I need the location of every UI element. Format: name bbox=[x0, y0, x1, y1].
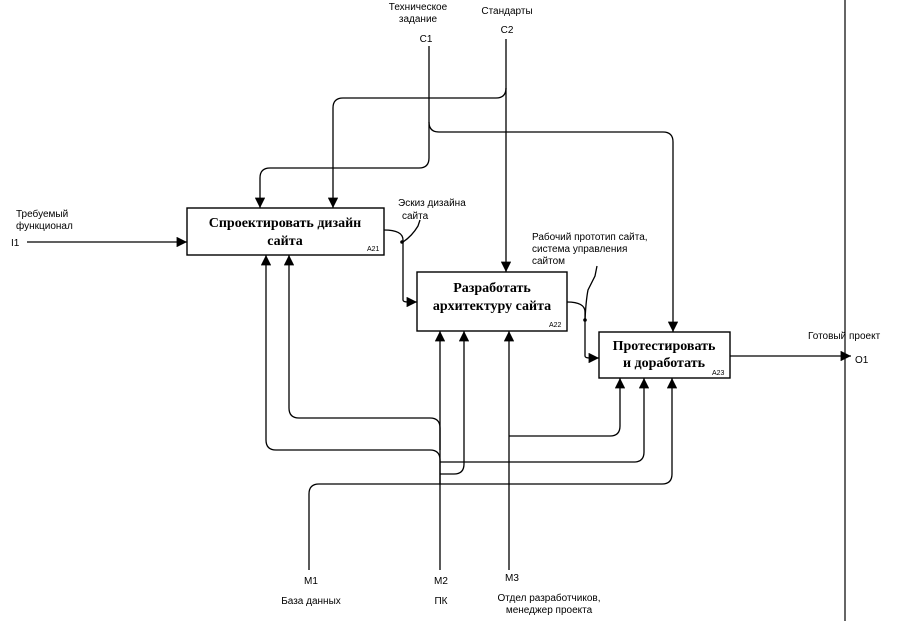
input-label-i1: Требуемый функционал I1 bbox=[11, 208, 73, 249]
mechanism-arrow-m2[interactable] bbox=[434, 331, 650, 570]
svg-text:система управления: система управления bbox=[532, 244, 627, 255]
svg-text:ПК: ПК bbox=[434, 596, 447, 607]
svg-text:Техническое: Техническое bbox=[389, 2, 448, 13]
mechanism-label-m3: M3 Отдел разработчиков, менеджер проекта bbox=[497, 573, 600, 616]
activity-title-a23-line2: и доработать bbox=[623, 356, 706, 371]
svg-text:Отдел разработчиков,: Отдел разработчиков, bbox=[497, 592, 600, 604]
arrow-prototype[interactable] bbox=[566, 265, 599, 364]
svg-text:Готовый проект: Готовый проект bbox=[808, 331, 881, 342]
mechanism-id-m2: M2 bbox=[434, 576, 448, 587]
activity-title-a22-line2: архитектуру сайта bbox=[433, 299, 551, 314]
activity-box-a23[interactable]: Протестировать и доработать A23 bbox=[598, 331, 731, 379]
svg-text:задание: задание bbox=[399, 14, 438, 25]
mechanism-id-m3: M3 bbox=[505, 573, 519, 584]
activity-box-a22[interactable]: Разработать архитектуру сайта A22 bbox=[416, 271, 568, 332]
activity-title-a22-line1: Разработать bbox=[453, 281, 531, 296]
activity-id-a21: A21 bbox=[367, 246, 380, 253]
svg-text:Требуемый: Требуемый bbox=[16, 208, 68, 220]
svg-text:Стандарты: Стандарты bbox=[481, 6, 532, 17]
output-label-o1: Готовый проект O1 bbox=[808, 331, 881, 366]
control-label-c2: Стандарты C2 bbox=[481, 6, 532, 36]
control-label-c1: Техническое задание C1 bbox=[389, 2, 448, 45]
mechanism-label-m1: M1 База данных bbox=[281, 576, 341, 607]
mechanism-id-m1: M1 bbox=[304, 576, 318, 587]
svg-text:сайтом: сайтом bbox=[532, 256, 565, 267]
input-id-i1: I1 bbox=[11, 238, 20, 249]
svg-text:менеджер проекта: менеджер проекта bbox=[506, 605, 593, 616]
svg-text:Рабочий прототип сайта,: Рабочий прототип сайта, bbox=[532, 231, 648, 243]
svg-text:функционал: функционал bbox=[16, 220, 73, 232]
activity-box-a21[interactable]: Спроектировать дизайн сайта A21 bbox=[186, 207, 385, 256]
mechanism-label-m2: M2 ПК bbox=[434, 576, 448, 607]
control-arrow-c1[interactable] bbox=[254, 46, 679, 332]
activity-title-a21-line1: Спроектировать дизайн bbox=[209, 216, 362, 231]
arrow-label-prototype: Рабочий прототип сайта, система управлен… bbox=[532, 231, 648, 267]
control-id-c1: C1 bbox=[420, 34, 433, 45]
control-arrow-c2[interactable] bbox=[327, 39, 512, 272]
svg-text:Эскиз дизайна: Эскиз дизайна bbox=[398, 198, 466, 209]
control-id-c2: C2 bbox=[501, 25, 514, 36]
svg-text:База данных: База данных bbox=[281, 596, 341, 607]
mechanism-arrow-m3[interactable] bbox=[503, 331, 626, 570]
output-id-o1: O1 bbox=[855, 355, 869, 366]
activity-id-a23: A23 bbox=[712, 370, 725, 377]
svg-text:сайта: сайта bbox=[402, 211, 429, 222]
activity-id-a22: A22 bbox=[549, 322, 562, 329]
activity-title-a23-line1: Протестировать bbox=[613, 339, 716, 354]
arrow-sketch[interactable] bbox=[383, 219, 421, 308]
arrow-label-sketch: Эскиз дизайна сайта bbox=[398, 198, 466, 222]
activity-title-a21-line2: сайта bbox=[267, 234, 303, 249]
